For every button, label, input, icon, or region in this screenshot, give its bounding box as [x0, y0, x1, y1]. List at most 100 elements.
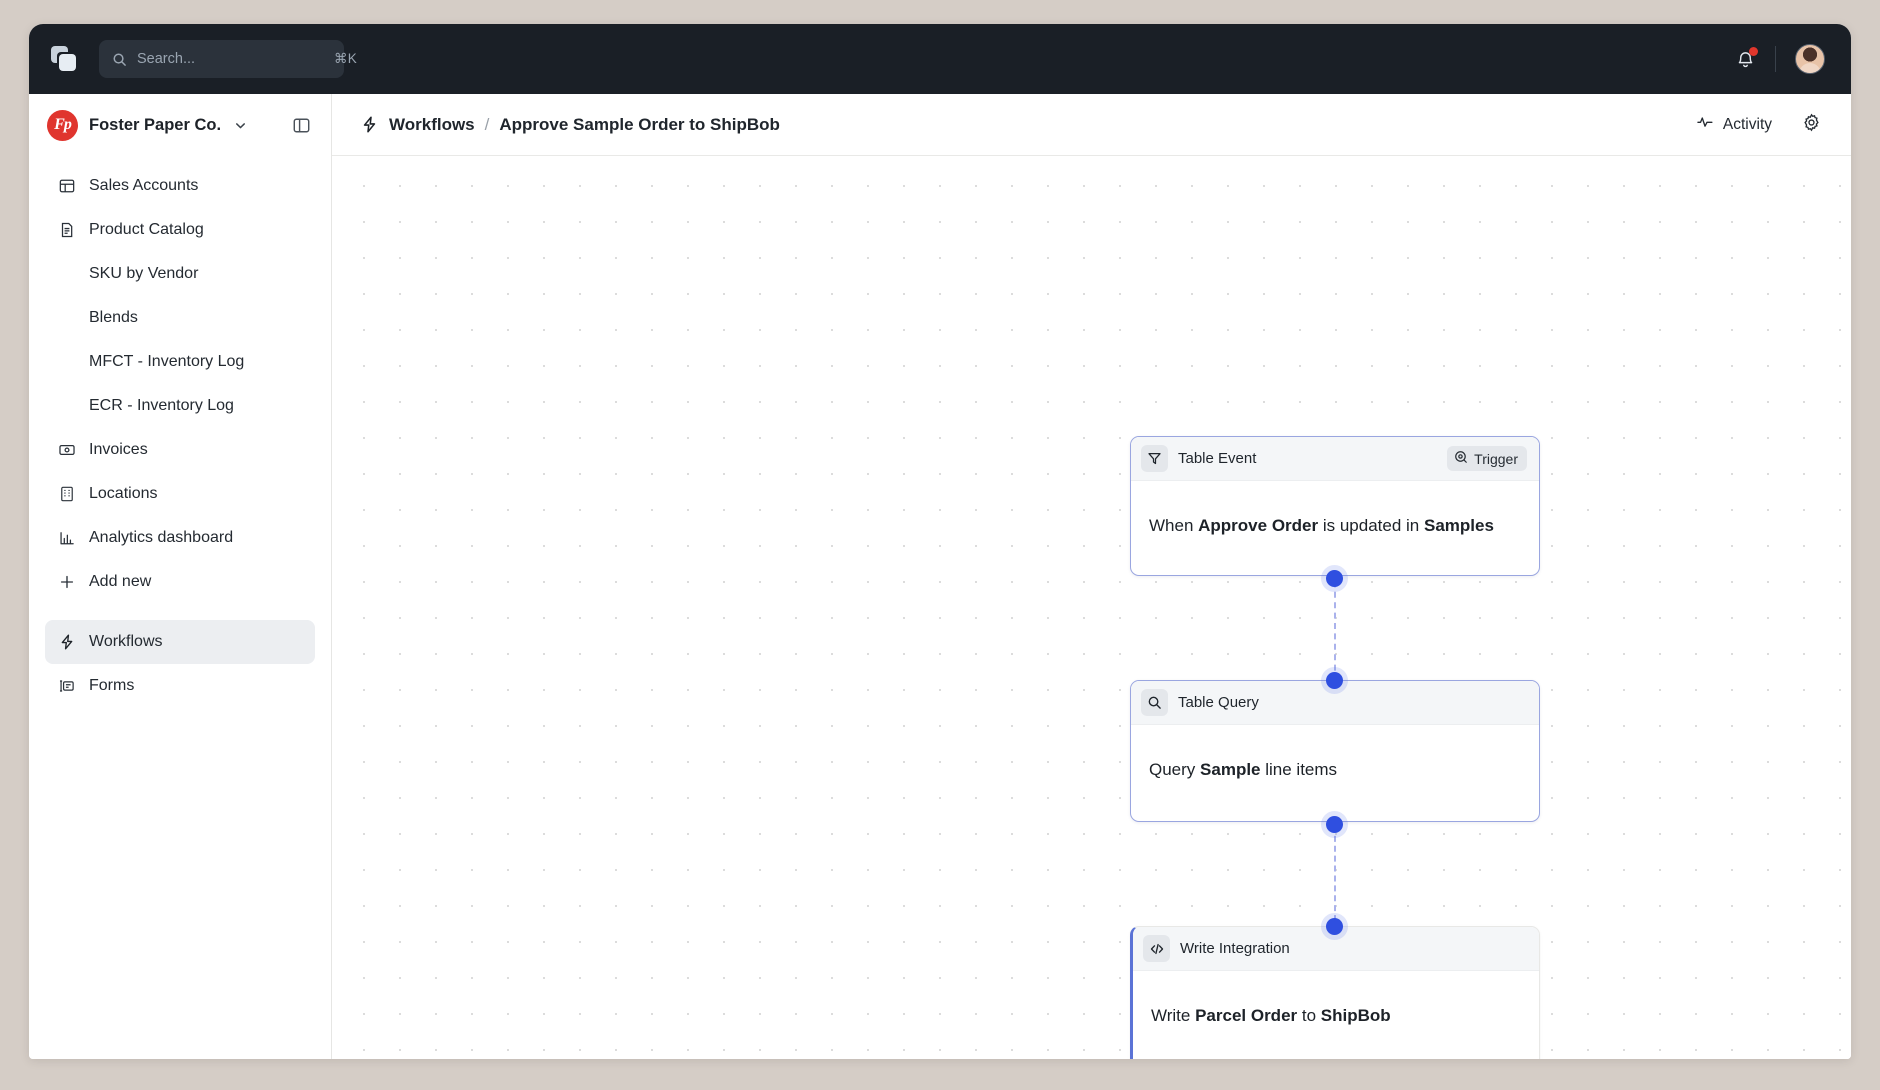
sidebar-item-sales-accounts[interactable]: Sales Accounts: [45, 164, 315, 208]
workflow-canvas-panel: Workflows / Approve Sample Order to Ship…: [332, 94, 1851, 1059]
table-icon: [57, 177, 76, 195]
sidebar-item-sku-by-vendor[interactable]: SKU by Vendor: [45, 252, 315, 296]
activity-button[interactable]: Activity: [1692, 108, 1776, 141]
sidebar-item-mfct-inventory-log[interactable]: MFCT - Inventory Log: [45, 340, 315, 384]
node-body: When Approve Order is updated in Samples: [1131, 481, 1539, 573]
sidebar-item-analytics-dashboard[interactable]: Analytics dashboard: [45, 516, 315, 560]
sidebar-item-product-catalog[interactable]: Product Catalog: [45, 208, 315, 252]
node-body-bold-1: Sample: [1200, 760, 1261, 779]
sidebar-item-label: Locations: [89, 485, 158, 502]
global-search[interactable]: ⌘K: [99, 40, 357, 78]
workspace-name: Foster Paper Co.: [89, 115, 222, 134]
node-body-prefix: When: [1149, 516, 1199, 535]
search-icon: [1141, 689, 1168, 716]
settings-button[interactable]: [1798, 109, 1825, 141]
canvas-header-actions: Activity: [1692, 108, 1825, 141]
app-logo-icon[interactable]: [51, 46, 77, 72]
sidebar-item-workflows[interactable]: Workflows: [45, 620, 315, 664]
lightning-icon: [360, 115, 379, 134]
connector-line: [1334, 571, 1336, 681]
connector-dot[interactable]: [1326, 816, 1343, 833]
node-header: Write Integration: [1133, 927, 1539, 971]
breadcrumb-separator: /: [484, 114, 490, 134]
sidebar-item-forms[interactable]: Forms: [45, 664, 315, 708]
trigger-badge-label: Trigger: [1474, 450, 1518, 467]
workspace-switcher[interactable]: Fp Foster Paper Co.: [29, 94, 331, 156]
top-bar: ⌘K: [29, 24, 1851, 94]
body: Fp Foster Paper Co.: [29, 94, 1851, 1059]
node-title: Write Integration: [1180, 940, 1290, 957]
sidebar-item-label: SKU by Vendor: [89, 265, 199, 282]
sidebar-item-label: Product Catalog: [89, 221, 204, 238]
canvas-header: Workflows / Approve Sample Order to Ship…: [332, 94, 1851, 156]
panel-toggle-icon[interactable]: [289, 113, 313, 137]
sidebar-item-label: ECR - Inventory Log: [89, 397, 234, 414]
connector-dot[interactable]: [1326, 672, 1343, 689]
sidebar-item-label: Sales Accounts: [89, 177, 199, 194]
app-window: ⌘K Fp Foster Paper Co.: [29, 24, 1851, 1059]
spacer: [45, 604, 315, 620]
sidebar-item-label: Workflows: [89, 633, 163, 650]
sidebar-item-label: Blends: [89, 309, 138, 326]
form-icon: [57, 677, 76, 695]
flow-canvas[interactable]: Table Event Trigger When: [332, 156, 1851, 1059]
gear-icon: [1802, 113, 1821, 137]
avatar[interactable]: [1795, 44, 1825, 74]
sidebar-item-add-new[interactable]: Add new: [45, 560, 315, 604]
bar-chart-icon: [57, 529, 76, 547]
plus-icon: [57, 573, 76, 591]
node-body-bold-1: Parcel Order: [1195, 1006, 1298, 1025]
sidebar-nav: Sales Accounts Product Catalog SKU by Ve…: [29, 156, 331, 708]
node-body-bold-2: ShipBob: [1320, 1006, 1391, 1025]
sidebar-item-label: Forms: [89, 677, 135, 694]
breadcrumb: Workflows / Approve Sample Order to Ship…: [360, 115, 780, 135]
connector-line: [1334, 816, 1336, 931]
funnel-icon: [1141, 445, 1168, 472]
node-body: Write Parcel Order to ShipBob: [1133, 971, 1539, 1059]
node-body-prefix: Write: [1151, 1006, 1196, 1025]
divider: [1775, 46, 1776, 72]
node-body-middle: line items: [1260, 760, 1338, 779]
node-title: Table Query: [1178, 694, 1259, 711]
node-body-bold-1: Approve Order: [1198, 516, 1319, 535]
sidebar-item-label: Add new: [89, 573, 152, 590]
activity-label: Activity: [1722, 115, 1772, 133]
workflow-node-write-integration[interactable]: Write Integration Write Parcel Order to …: [1130, 926, 1540, 1059]
node-body-bold-2: Samples: [1423, 516, 1494, 535]
chevron-down-icon[interactable]: [234, 119, 247, 132]
workflow-node-table-query[interactable]: Table Query Query Sample line items: [1130, 680, 1540, 822]
lightning-icon: [57, 633, 76, 651]
breadcrumb-root[interactable]: Workflows: [389, 114, 475, 134]
node-header: Table Event Trigger: [1131, 437, 1539, 481]
notifications-button[interactable]: [1734, 47, 1758, 70]
search-shortcut-hint: ⌘K: [334, 51, 358, 66]
sidebar-item-invoices[interactable]: Invoices: [45, 428, 315, 472]
top-bar-actions: [1734, 44, 1825, 74]
node-body-middle: is updated in: [1318, 516, 1424, 535]
workspace-logo: Fp: [47, 109, 78, 141]
invoice-icon: [57, 441, 76, 459]
pulse-icon: [1696, 113, 1714, 136]
search-icon: [112, 52, 127, 67]
connector-dot[interactable]: [1326, 918, 1343, 935]
trigger-badge[interactable]: Trigger: [1447, 446, 1527, 471]
node-title: Table Event: [1178, 450, 1257, 467]
sidebar-item-locations[interactable]: Locations: [45, 472, 315, 516]
node-body: Query Sample line items: [1131, 725, 1539, 817]
notification-badge: [1749, 47, 1758, 56]
node-body-prefix: Query: [1149, 760, 1201, 779]
sidebar-item-ecr-inventory-log[interactable]: ECR - Inventory Log: [45, 384, 315, 428]
connector-dot[interactable]: [1326, 570, 1343, 587]
code-icon: [1143, 935, 1170, 962]
workflow-node-table-event[interactable]: Table Event Trigger When: [1130, 436, 1540, 576]
page-title: Approve Sample Order to ShipBob: [499, 114, 780, 134]
sidebar-item-label: MFCT - Inventory Log: [89, 353, 245, 370]
sidebar-item-label: Invoices: [89, 441, 148, 458]
search-input[interactable]: [137, 51, 324, 67]
sidebar-item-blends[interactable]: Blends: [45, 296, 315, 340]
document-icon: [57, 221, 76, 239]
sidebar: Fp Foster Paper Co.: [29, 94, 332, 1059]
sidebar-item-label: Analytics dashboard: [89, 529, 234, 546]
building-icon: [57, 485, 76, 503]
target-icon: [1454, 450, 1468, 467]
